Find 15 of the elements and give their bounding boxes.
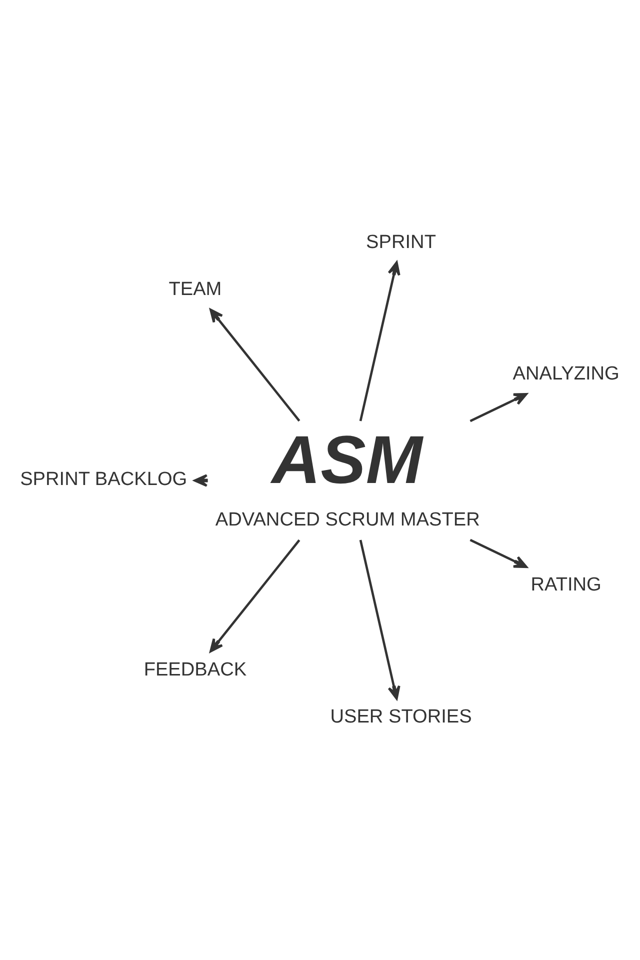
node-text: FEEDBACK	[144, 658, 247, 680]
node-text: RATING	[530, 574, 602, 596]
arrow	[210, 538, 300, 652]
arrow	[194, 474, 208, 486]
node-text: ASM ADVANCED SCRUM MASTER	[215, 422, 480, 530]
arrow	[470, 392, 528, 422]
arrow	[210, 308, 300, 422]
node-text: SPRINT	[366, 231, 436, 252]
node-text: TEAM	[168, 278, 222, 300]
node-text: USER STORIES	[330, 706, 472, 727]
arrow	[470, 538, 528, 568]
arrow	[359, 539, 400, 700]
node-text: SPRINT BACKLOG	[20, 468, 188, 490]
node-text: ANALYZING	[512, 363, 620, 384]
arrow	[359, 260, 400, 421]
